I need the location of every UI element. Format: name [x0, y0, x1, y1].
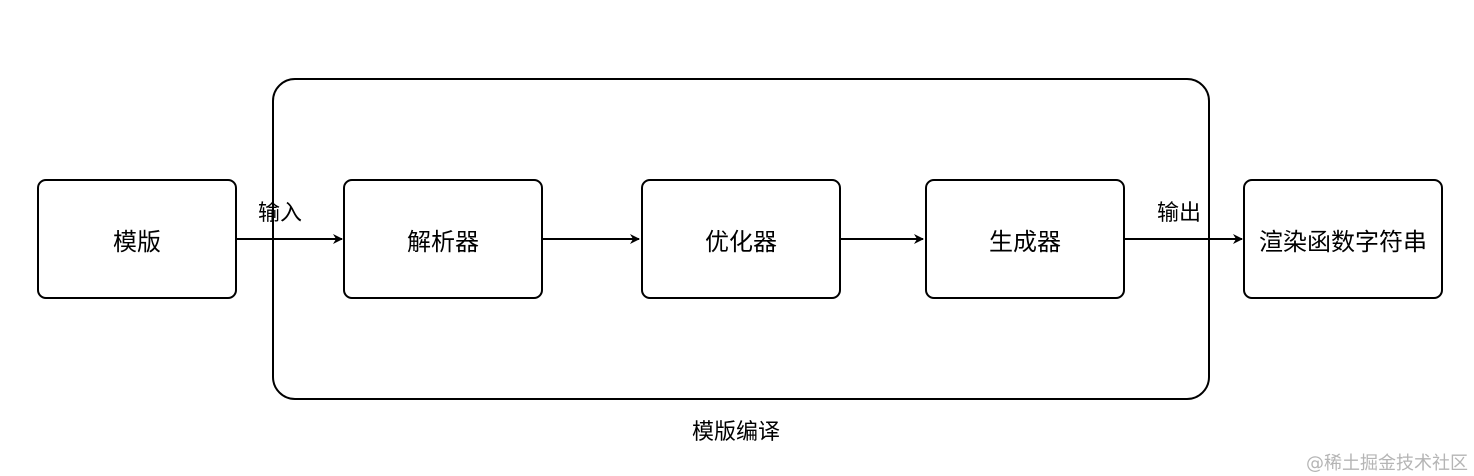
edge-label-output: 输出 [1157, 201, 1202, 226]
node-generator: 生成器 [925, 179, 1125, 299]
node-template: 模版 [37, 179, 237, 299]
group-label-template-compile: 模版编译 [692, 420, 781, 445]
node-render-function-string: 渲染函数字符串 [1243, 179, 1443, 299]
node-optimizer: 优化器 [641, 179, 841, 299]
edge-label-input: 输入 [258, 201, 303, 226]
watermark-text: @稀土掘金技术社区 [1306, 453, 1468, 474]
node-parser: 解析器 [343, 179, 543, 299]
